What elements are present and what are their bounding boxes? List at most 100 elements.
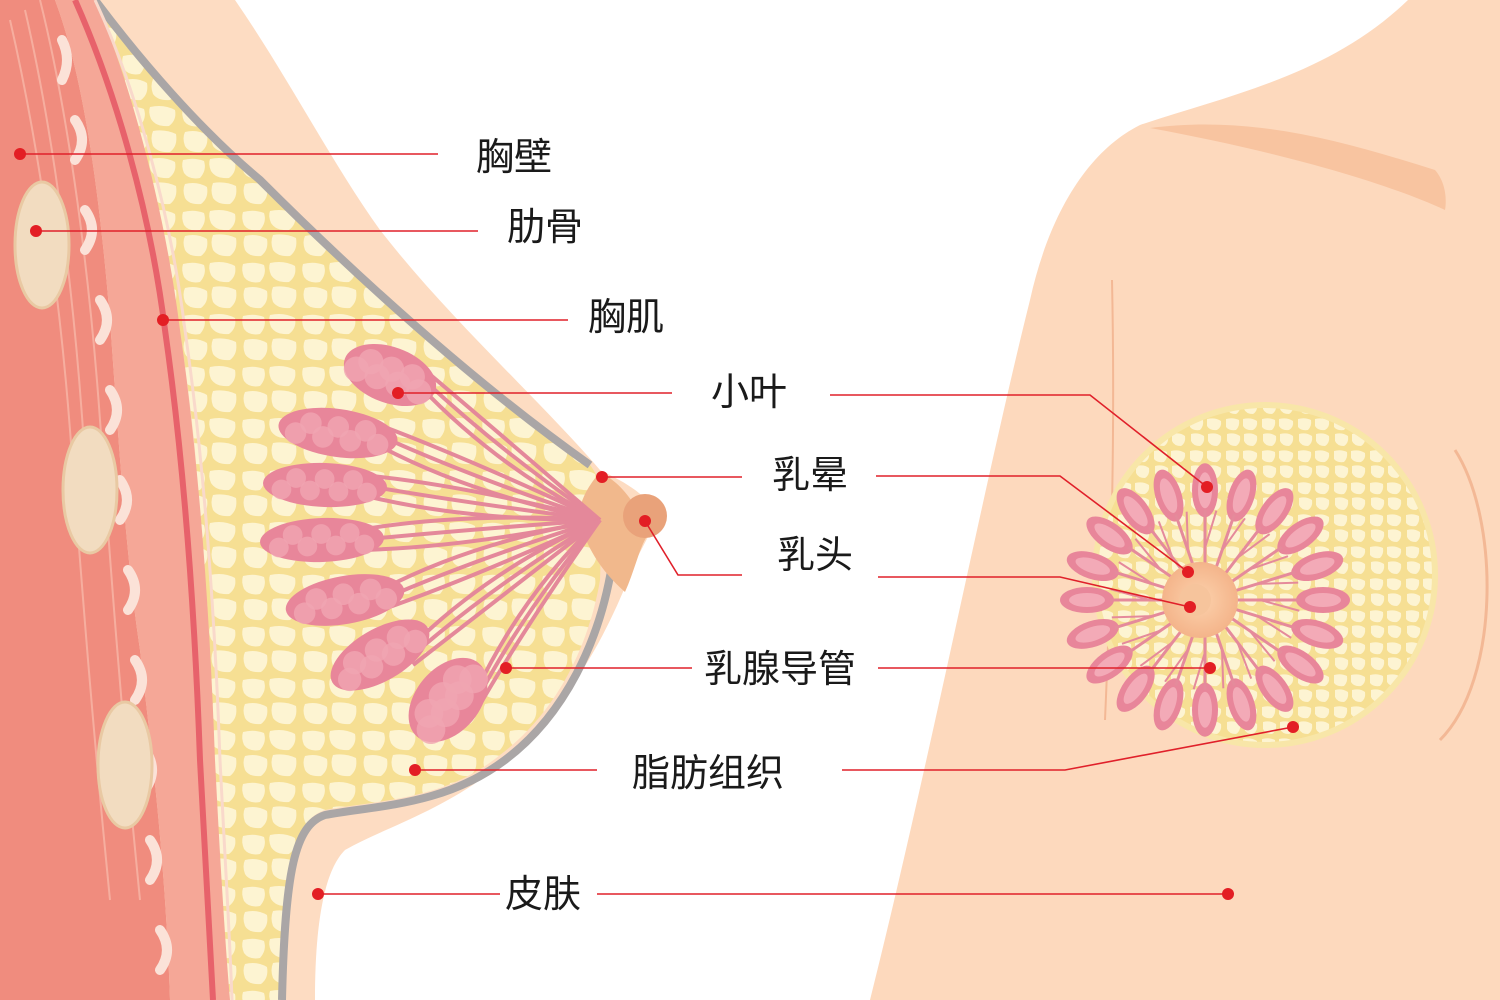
leader-areola-right xyxy=(876,475,1189,573)
front-lobule xyxy=(1296,587,1350,613)
front-lobule xyxy=(1066,618,1119,649)
side-lobule xyxy=(278,407,398,459)
annotation-labels: 胸壁 肋骨 胸肌 小叶 乳晕 乳头 乳腺导管 脂肪组织 皮肤 xyxy=(476,135,856,916)
front-nipple xyxy=(1179,584,1211,616)
front-lobule xyxy=(1291,618,1344,649)
pectoral-muscle-stripe xyxy=(72,0,216,1000)
duct-branch xyxy=(380,518,601,592)
duct-branch xyxy=(362,473,601,522)
label-pectoral-muscle: 胸肌 xyxy=(588,295,664,339)
duct-branch xyxy=(1139,641,1174,667)
label-milk-ducts: 乳腺导管 xyxy=(704,647,856,691)
duct-branch xyxy=(1236,641,1253,679)
rib-bone-3 xyxy=(96,700,154,830)
annotation-pointers xyxy=(14,148,1299,900)
duct-branch xyxy=(1121,629,1161,645)
rib-bone-2 xyxy=(61,425,119,555)
side-lobules xyxy=(260,343,488,744)
label-chest-wall: 胸壁 xyxy=(476,135,552,179)
duct-branch xyxy=(1192,651,1206,690)
duct-branch xyxy=(1157,521,1174,559)
duct-branch xyxy=(475,518,602,711)
front-lobule xyxy=(1226,469,1257,522)
duct-branch xyxy=(474,518,602,691)
leader-lobules-right xyxy=(830,394,1208,488)
front-lobule xyxy=(1116,665,1155,712)
duct-branch xyxy=(1257,581,1299,585)
dot-ribs xyxy=(30,225,42,237)
dot-skin-left xyxy=(312,888,324,900)
dot-areola-right xyxy=(1182,566,1194,578)
side-lobule xyxy=(408,657,488,744)
dot-fat-right xyxy=(1287,721,1299,733)
front-lobule xyxy=(1153,678,1184,731)
dot-lobules-left xyxy=(392,387,404,399)
duct-branch xyxy=(1256,615,1292,639)
duct-branch xyxy=(358,515,601,532)
duct-branch xyxy=(411,518,602,657)
leader-nipple-left xyxy=(644,520,742,576)
breast-side-shade xyxy=(1438,449,1489,742)
side-lobule xyxy=(260,517,384,563)
front-lobule xyxy=(1277,645,1324,684)
dot-pectoral xyxy=(157,314,169,326)
collarbone-shade xyxy=(1150,124,1446,210)
dot-ducts-right xyxy=(1204,662,1216,674)
side-lobule xyxy=(330,619,430,692)
ribs-layer xyxy=(55,0,230,1000)
front-view-figure xyxy=(870,0,1500,1000)
dot-areola-left xyxy=(596,471,608,483)
duct-branch xyxy=(380,518,601,602)
dot-lobules-right xyxy=(1201,481,1213,493)
front-lobule xyxy=(1277,516,1324,555)
side-lobule xyxy=(343,343,437,407)
leader-nipple-right xyxy=(878,576,1191,608)
duct-branch xyxy=(1236,533,1271,559)
side-lobule xyxy=(263,462,387,508)
front-lobule xyxy=(1255,665,1294,712)
front-lobule xyxy=(1066,551,1119,582)
duct-branch xyxy=(417,363,602,522)
front-lobule xyxy=(1192,682,1218,737)
duct-branch xyxy=(1259,599,1300,612)
duct-branch xyxy=(1118,561,1154,585)
front-lobule xyxy=(1255,488,1294,535)
duct-branch xyxy=(359,518,601,542)
duct-branch xyxy=(1111,615,1153,619)
duct-branch xyxy=(1185,511,1189,551)
duct-branch xyxy=(361,483,601,522)
duct-branch xyxy=(1134,538,1162,571)
fascia-line xyxy=(93,0,234,1000)
duct-branch xyxy=(373,431,601,522)
duct-branch xyxy=(1249,555,1289,571)
side-section-figure xyxy=(0,0,667,1000)
label-ribs: 肋骨 xyxy=(507,205,583,249)
dot-chest-wall xyxy=(14,148,26,160)
duct-branch xyxy=(411,518,601,647)
front-lobule xyxy=(1060,587,1114,613)
label-nipple: 乳头 xyxy=(777,533,853,577)
label-areola: 乳晕 xyxy=(772,453,848,497)
dot-nipple-right xyxy=(1184,601,1196,613)
front-lobule xyxy=(1291,551,1344,582)
dot-skin-right xyxy=(1222,888,1234,900)
front-lobules xyxy=(1060,463,1350,737)
front-lobule xyxy=(1086,645,1133,684)
duct-branch xyxy=(1204,510,1218,549)
side-ducts xyxy=(358,363,602,711)
dot-nipple-left xyxy=(639,515,651,527)
dot-fat-left xyxy=(409,764,421,776)
front-lobule xyxy=(1116,488,1155,535)
rib-bone-1 xyxy=(13,180,71,310)
duct-branch xyxy=(1221,517,1246,552)
duct-branch xyxy=(1248,629,1276,662)
label-fat-tissue: 脂肪组织 xyxy=(632,751,784,795)
duct-branch xyxy=(475,518,602,701)
duct-branch xyxy=(1164,648,1189,683)
duct-branch xyxy=(1221,649,1225,689)
label-skin: 皮肤 xyxy=(505,872,581,916)
label-lobules: 小叶 xyxy=(711,370,787,414)
dot-ducts-left xyxy=(500,662,512,674)
